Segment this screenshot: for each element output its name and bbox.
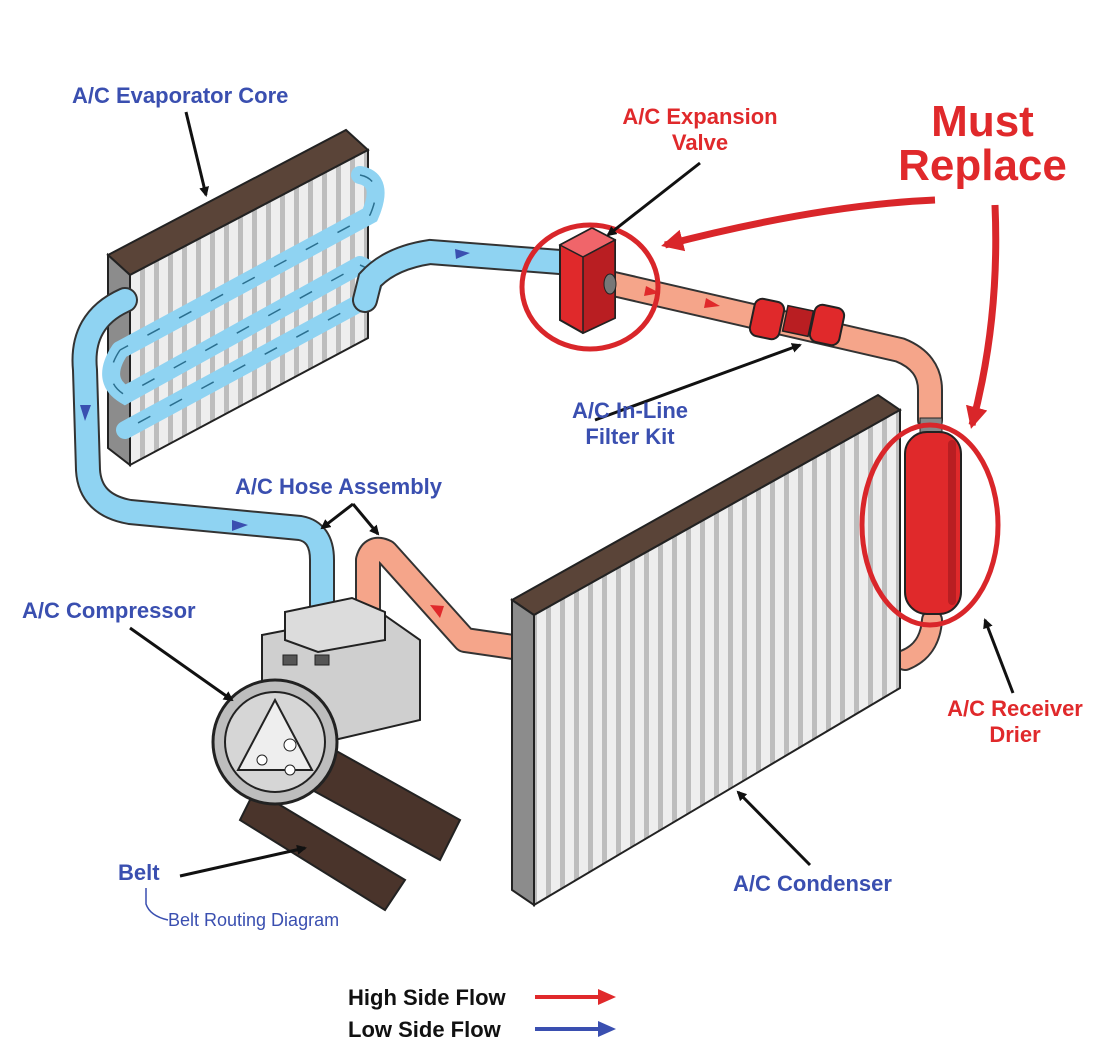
expansion-valve [558, 226, 617, 335]
condenser [510, 393, 902, 907]
legend-low-side: Low Side Flow [348, 1017, 501, 1042]
label-compressor: A/C Compressor [22, 598, 196, 623]
label-inline-filter: A/C In-Line Filter Kit [555, 398, 705, 451]
label-belt: Belt [118, 860, 160, 885]
label-must-replace-line2: Replace [898, 141, 1067, 190]
label-inline-filter-line2: Filter Kit [585, 424, 675, 450]
compressor [211, 596, 462, 912]
must-replace-arrow-valve [661, 196, 936, 252]
legend-high-side: High Side Flow [348, 985, 506, 1010]
link-belt-routing-diagram[interactable]: Belt Routing Diagram [168, 910, 340, 930]
evaporator-core [102, 128, 385, 468]
label-receiver-drier-line1: A/C Receiver [947, 696, 1083, 721]
label-expansion-valve: A/C Expansion Valve [605, 104, 795, 157]
label-expansion-valve-line2: Valve [671, 130, 729, 156]
inline-filter [748, 297, 846, 347]
legend-arrow-high [535, 989, 616, 1005]
label-evaporator-core: A/C Evaporator Core [72, 83, 289, 108]
must-replace-ring-valve [519, 222, 661, 352]
label-receiver-drier-line2: Drier [989, 722, 1041, 748]
label-inline-filter-line1: A/C In-Line [571, 398, 689, 423]
low-side-line [71, 238, 573, 625]
label-expansion-valve-line1: A/C Expansion [622, 104, 778, 129]
must-replace-arrow-drier [966, 204, 1000, 429]
label-receiver-drier: A/C Receiver Drier [925, 696, 1105, 749]
must-replace-ring-drier [859, 422, 1001, 628]
legend-arrow-low [535, 1021, 616, 1037]
label-must-replace: Must Replace [885, 100, 1080, 188]
label-condenser: A/C Condenser [733, 871, 892, 896]
leader-arrows [129, 111, 1015, 878]
receiver-drier [904, 417, 962, 615]
belt-routing-leader [145, 888, 169, 921]
label-hose-assembly: A/C Hose Assembly [235, 474, 443, 499]
label-must-replace-line1: Must [931, 97, 1034, 146]
